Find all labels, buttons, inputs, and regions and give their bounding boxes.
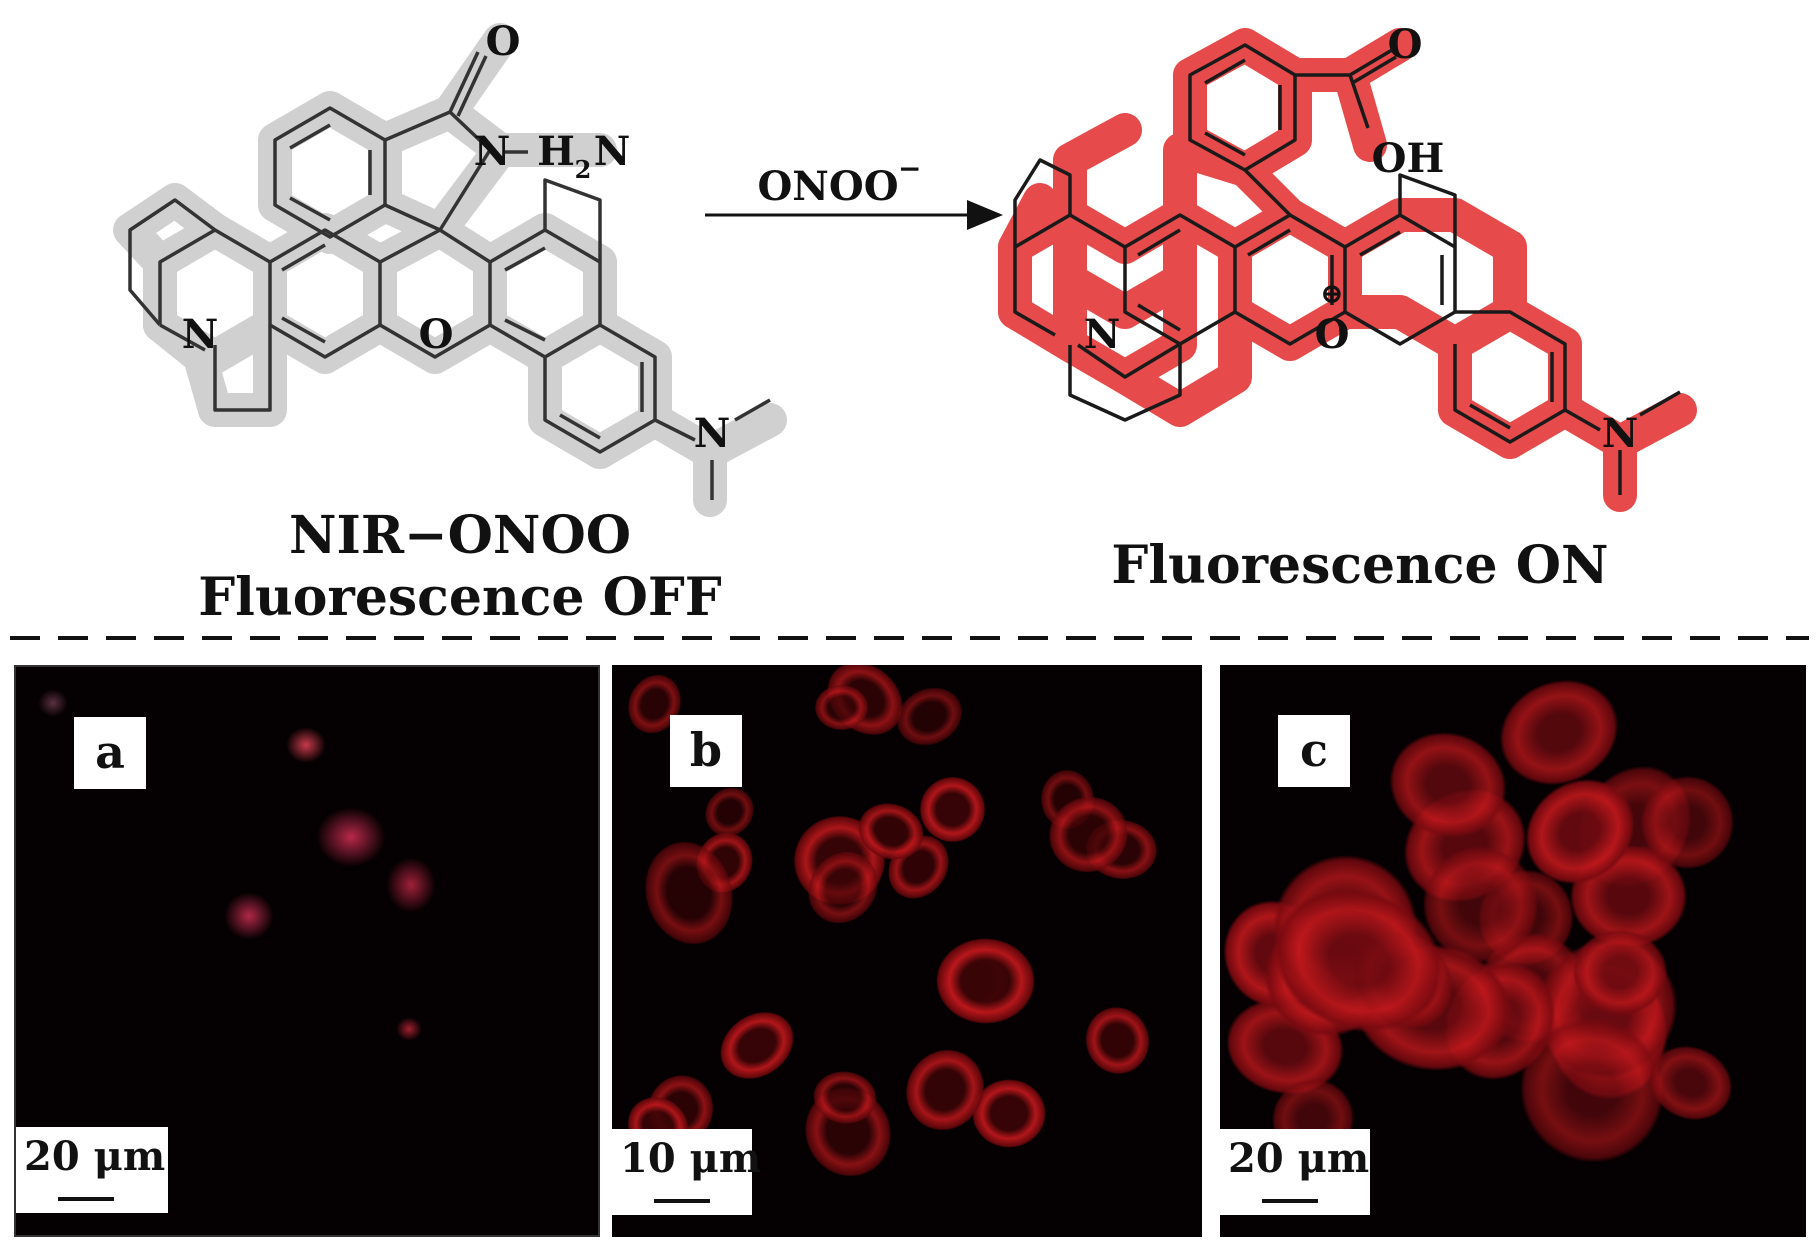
microscopy-panel-a: a 20 μm	[14, 665, 600, 1237]
scale-line	[58, 1197, 114, 1201]
cell	[286, 727, 326, 763]
atom-subscript: 2	[575, 155, 592, 184]
atom-labels-left: O N H 2 N N O N	[182, 18, 731, 457]
scale-line	[654, 1199, 710, 1203]
atom-labels-right: O OH N O ⊕ N	[1084, 21, 1639, 457]
cell	[396, 1017, 422, 1041]
cell	[935, 937, 1036, 1025]
oxonium-charge: ⊕	[1320, 277, 1343, 310]
molecule-product: O OH N O ⊕ N	[998, 21, 1697, 512]
cell	[316, 807, 386, 867]
molecule-bonds-right	[1013, 43, 1681, 495]
scale-bar-b: 10 μm	[612, 1129, 761, 1215]
atom-o: O	[1315, 311, 1350, 358]
cell	[707, 998, 807, 1093]
reagent-charge: −	[898, 152, 921, 185]
scale-bar-c: 20 μm	[1220, 1129, 1370, 1215]
reactant-name: NIR−ONOO	[288, 505, 632, 566]
reaction-arrow: ONOO −	[705, 152, 1003, 230]
reaction-scheme: O N H 2 N N O N ONOO −	[10, 18, 1809, 640]
product-state: Fluorescence ON	[1111, 535, 1609, 596]
atom-o: O	[486, 18, 521, 65]
scale-text-c: 20 μm	[1228, 1135, 1370, 1182]
scale-text-b: 10 μm	[620, 1135, 762, 1182]
atom-n: N	[594, 128, 631, 175]
panel-label-c: c	[1278, 715, 1350, 787]
scale-bar-a: 20 μm	[16, 1127, 168, 1213]
cell	[1077, 998, 1158, 1083]
scale-line	[1262, 1199, 1318, 1203]
cell	[386, 857, 436, 913]
microscopy-panel-c: c 20 μm	[1220, 665, 1806, 1237]
cell	[38, 689, 68, 717]
atom-o: O	[1388, 21, 1423, 68]
atom-oh: OH	[1372, 135, 1445, 182]
atom-n: N	[1602, 410, 1639, 457]
cell	[224, 892, 274, 940]
microscopy-panel-b: b 10 μm	[612, 665, 1202, 1237]
atom-n: N	[694, 410, 731, 457]
molecule-bonds-left	[128, 51, 771, 500]
reagent-label: ONOO	[757, 163, 898, 210]
cell	[815, 685, 868, 730]
atom-n: N	[474, 128, 511, 175]
scale-text-a: 20 μm	[24, 1133, 166, 1180]
atom-h: H	[537, 128, 575, 175]
on-highlight	[998, 28, 1697, 512]
panel-label-b: b	[670, 715, 742, 787]
atom-n: N	[1084, 311, 1121, 358]
panel-label-a: a	[74, 717, 146, 789]
molecule-nir-onoo: O N H 2 N N O N	[113, 18, 787, 517]
atom-n: N	[182, 311, 219, 358]
atom-o: O	[419, 311, 454, 358]
reactant-state: Fluorescence OFF	[198, 567, 722, 628]
reactant-caption: NIR−ONOO Fluorescence OFF	[180, 505, 740, 629]
